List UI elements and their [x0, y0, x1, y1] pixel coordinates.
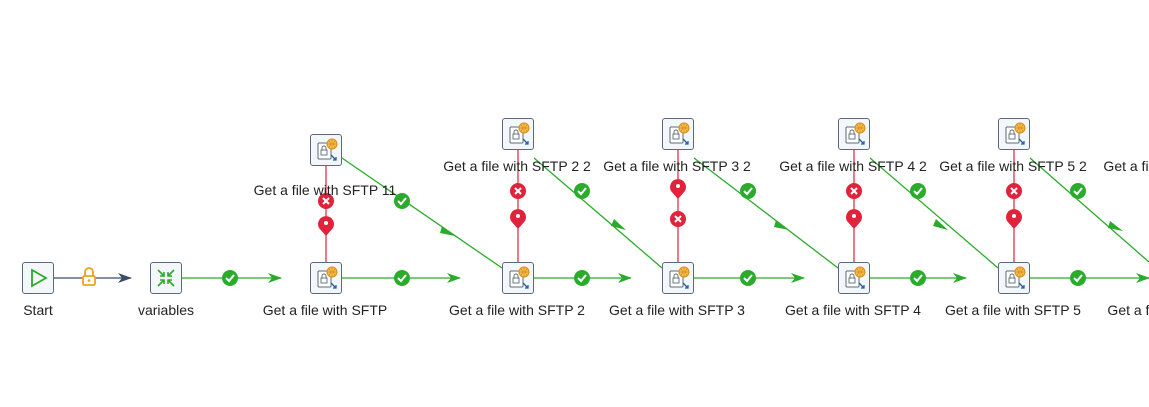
node-sftp4[interactable] [838, 262, 870, 294]
node-sftp22[interactable] [502, 118, 534, 150]
hop-sftp52-sftp6[interactable] [1029, 157, 1149, 263]
hop-sftp32-sftp4[interactable] [693, 157, 839, 269]
success-check-icon[interactable] [574, 183, 590, 199]
failure-drop-icon[interactable] [846, 209, 862, 229]
node-label-sftp42: Get a file with SFTP 4 2 [779, 158, 927, 174]
node-label-sftp62: Get a fi [1103, 158, 1149, 174]
success-check-icon[interactable] [740, 183, 756, 199]
node-label-sftp11: Get a file with SFTP 11 [253, 182, 397, 198]
hop-sftp11-sftp2[interactable] [341, 157, 503, 269]
success-check-icon[interactable] [910, 183, 926, 199]
hop-arrow [1108, 221, 1123, 231]
success-check-icon[interactable] [222, 270, 238, 286]
node-label-sftp52: Get a file with SFTP 5 2 [939, 158, 1087, 174]
failure-x-icon[interactable] [318, 193, 334, 209]
failure-drop-icon[interactable] [318, 216, 334, 236]
node-variables[interactable] [150, 262, 182, 294]
node-label-variables: variables [137, 302, 195, 318]
hop-sftp42-sftp5[interactable] [869, 157, 999, 269]
success-check-icon[interactable] [574, 270, 590, 286]
hop-sftp22-sftp3[interactable] [533, 157, 663, 269]
failure-drop-icon[interactable] [1006, 209, 1022, 229]
node-sftp32[interactable] [662, 118, 694, 150]
success-check-icon[interactable] [740, 270, 756, 286]
success-check-icon[interactable] [394, 193, 410, 209]
node-label-sftp3: Get a file with SFTP 3 [609, 302, 745, 318]
failure-x-icon[interactable] [846, 183, 862, 199]
node-sftp5[interactable] [998, 262, 1030, 294]
failure-x-icon[interactable] [510, 183, 526, 199]
node-label-sftp2: Get a file with SFTP 2 [449, 302, 585, 318]
node-label-sftp5: Get a file with SFTP 5 [945, 302, 1081, 318]
node-sftp42[interactable] [838, 118, 870, 150]
node-sftp11[interactable] [310, 134, 342, 166]
node-label-sftp32: Get a file with SFTP 3 2 [603, 158, 751, 174]
failure-x-icon[interactable] [1006, 183, 1022, 199]
node-label-sftp6: Get a fi [1107, 302, 1149, 318]
hop-arrow [933, 219, 948, 230]
node-start[interactable] [22, 262, 54, 294]
success-check-icon[interactable] [1070, 183, 1086, 199]
node-sftp3[interactable] [662, 262, 694, 294]
lock-icon[interactable] [82, 267, 96, 286]
success-check-icon[interactable] [910, 270, 926, 286]
failure-drop-icon[interactable] [670, 179, 686, 199]
success-check-icon[interactable] [394, 270, 410, 286]
node-sftp2[interactable] [502, 262, 534, 294]
node-label-start: Start [23, 302, 53, 318]
node-label-sftp4: Get a file with SFTP 4 [785, 302, 921, 318]
node-sftp1[interactable] [310, 262, 342, 294]
success-check-icon[interactable] [1070, 270, 1086, 286]
node-sftp52[interactable] [998, 118, 1030, 150]
hop-arrow [611, 219, 626, 230]
failure-drop-icon[interactable] [510, 209, 526, 229]
hop-arrow [774, 220, 789, 230]
node-label-sftp1: Get a file with SFTP [262, 302, 388, 318]
node-label-sftp22: Get a file with SFTP 2 2 [443, 158, 591, 174]
hop-arrow [440, 226, 455, 236]
failure-x-icon[interactable] [670, 211, 686, 227]
